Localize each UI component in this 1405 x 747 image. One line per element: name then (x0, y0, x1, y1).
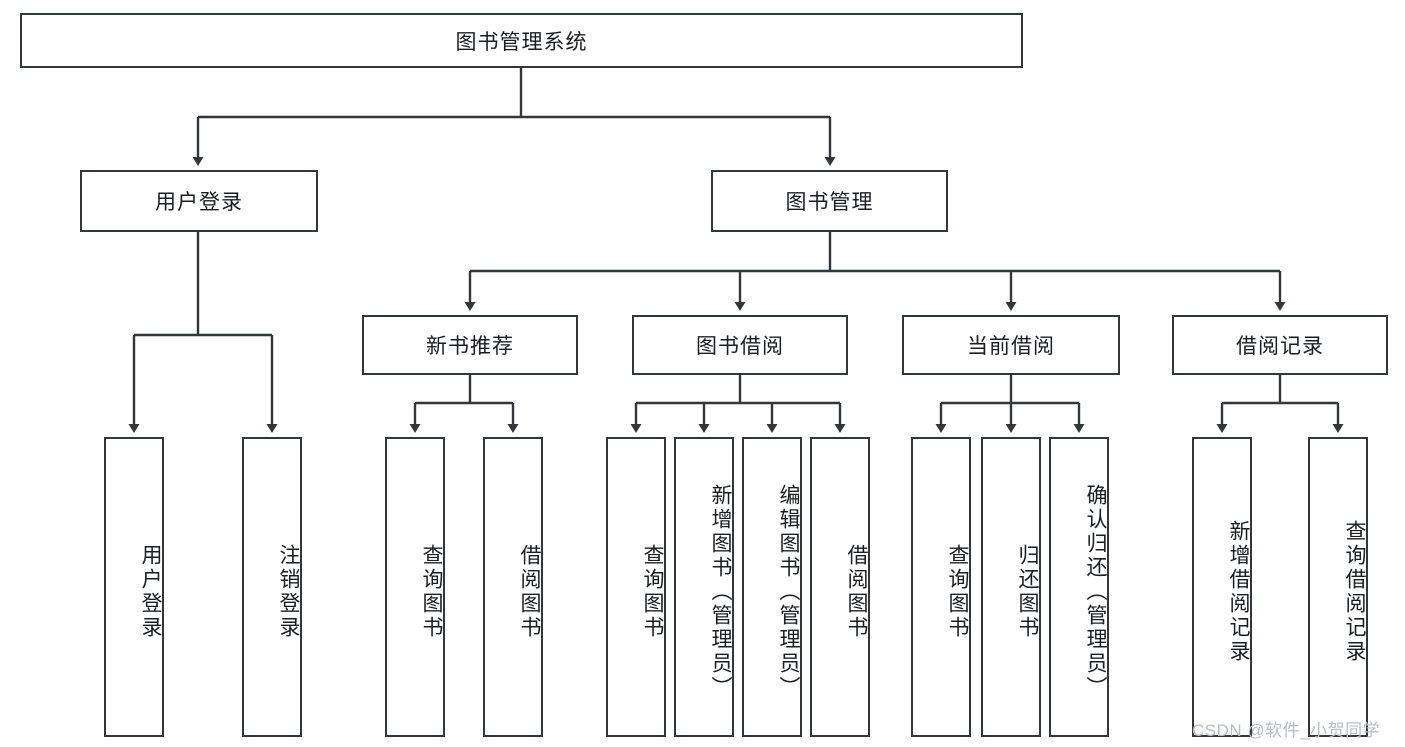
node-label: 归还图书 (1016, 544, 1039, 640)
node-book-borrow[interactable]: 图书借阅 (632, 315, 848, 375)
leaf-book-borrow-edit[interactable]: 编辑图书（管理员） (742, 437, 802, 737)
leaf-user-login-login[interactable]: 用户登录 (104, 437, 164, 737)
leaf-book-borrow-query[interactable]: 查询图书 (606, 437, 666, 737)
node-borrow-record[interactable]: 借阅记录 (1172, 315, 1388, 375)
node-label: 注销登录 (277, 544, 300, 640)
node-label: 图书管理 (785, 191, 874, 214)
leaf-current-borrow-return[interactable]: 归还图书 (981, 437, 1041, 737)
node-book-management[interactable]: 图书管理 (711, 170, 948, 232)
node-label: 借阅图书 (845, 544, 868, 640)
node-label: 图书借阅 (696, 335, 784, 358)
leaf-new-book-borrow[interactable]: 借阅图书 (483, 437, 543, 737)
node-new-book-recommend[interactable]: 新书推荐 (362, 315, 578, 375)
node-label: 用户登录 (139, 544, 162, 640)
node-label: 借阅图书 (518, 544, 541, 640)
leaf-borrow-record-query[interactable]: 查询借阅记录 (1308, 437, 1368, 737)
node-label: 查询图书 (946, 544, 969, 640)
node-label: 新增图书（管理员） (709, 484, 732, 700)
node-label: 用户登录 (155, 191, 243, 214)
node-label: 确认归还（管理员） (1084, 484, 1107, 700)
node-label: 查询图书 (641, 544, 664, 640)
leaf-user-login-logout[interactable]: 注销登录 (242, 437, 302, 737)
leaf-book-borrow-borrow[interactable]: 借阅图书 (810, 437, 870, 737)
node-user-login[interactable]: 用户登录 (80, 170, 318, 232)
leaf-borrow-record-add[interactable]: 新增借阅记录 (1192, 437, 1252, 737)
leaf-book-borrow-add[interactable]: 新增图书（管理员） (674, 437, 734, 737)
leaf-current-borrow-query[interactable]: 查询图书 (911, 437, 971, 737)
node-label: 编辑图书（管理员） (777, 484, 800, 700)
node-label: 借阅记录 (1236, 335, 1324, 358)
node-label: 图书管理系统 (455, 30, 588, 54)
node-label: 查询图书 (420, 544, 443, 640)
node-label: 当前借阅 (967, 335, 1055, 358)
leaf-new-book-query[interactable]: 查询图书 (385, 437, 445, 737)
node-label: 查询借阅记录 (1343, 520, 1366, 664)
csdn-watermark: CSDN @软件_小贺同学 (1192, 716, 1380, 741)
watermark-text: CSDN @软件_小贺同学 (1192, 721, 1381, 740)
node-label: 新书推荐 (426, 335, 514, 358)
node-root-system[interactable]: 图书管理系统 (20, 13, 1023, 68)
leaf-current-borrow-confirm[interactable]: 确认归还（管理员） (1049, 437, 1109, 737)
node-label: 新增借阅记录 (1227, 520, 1250, 664)
node-current-borrow[interactable]: 当前借阅 (902, 315, 1120, 375)
